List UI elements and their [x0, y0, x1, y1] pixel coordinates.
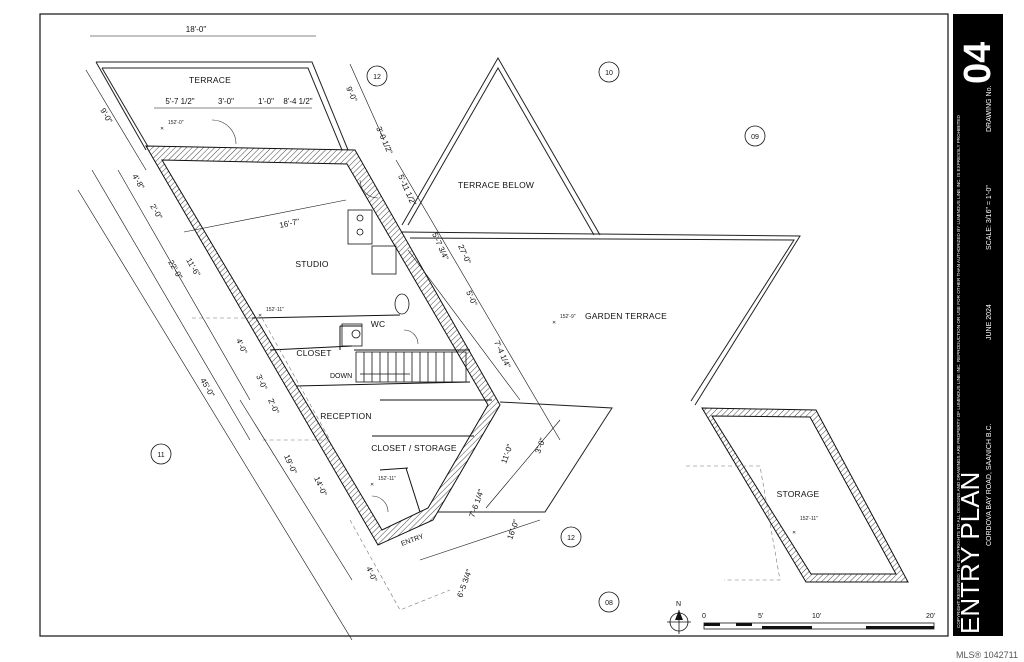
svg-text:4'-0": 4'-0": [364, 565, 379, 583]
svg-text:3'-0": 3'-0": [218, 97, 234, 106]
room-terrace: TERRACE: [189, 75, 231, 85]
room-labels: TERRACE STUDIO WC CLOSET RECEPTION CLOSE…: [189, 75, 820, 499]
svg-text:5'-7 1/2": 5'-7 1/2": [165, 97, 194, 106]
svg-text:8'-4 1/2": 8'-4 1/2": [283, 97, 312, 106]
north-arrow-icon: N: [667, 601, 691, 634]
lower-level-dashed: [192, 317, 781, 611]
room-storage: STORAGE: [777, 489, 820, 499]
room-closet-storage: CLOSET / STORAGE: [371, 443, 457, 453]
svg-text:4'-0": 4'-0": [234, 337, 249, 355]
date-text: JUNE 2024: [986, 304, 993, 340]
svg-text:✕: ✕: [552, 320, 556, 326]
svg-text:27'-0": 27'-0": [456, 243, 473, 265]
mls-watermark: MLS® 1042711: [955, 650, 1018, 660]
svg-text:✕: ✕: [792, 530, 796, 536]
elevation-garden: 152'-9": [560, 314, 576, 320]
scale-tick-5: 5': [758, 613, 763, 620]
scale-text: SCALE: 3/16" = 1'-0": [986, 185, 993, 250]
address-text: CORDOVA BAY ROAD, SAANICH B.C.: [986, 423, 993, 546]
fixtures: [341, 209, 410, 347]
dimension-lines: [77, 35, 561, 641]
svg-text:✕: ✕: [370, 482, 374, 488]
svg-text:✕: ✕: [160, 126, 164, 132]
svg-text:16'-0": 16'-0": [505, 518, 520, 540]
svg-text:9'-0": 9'-0": [344, 85, 359, 103]
interior-partitions: [251, 314, 492, 513]
svg-text:10: 10: [605, 70, 613, 77]
copyright-notice: COPYRIGHT RESERVED: THE COPYRIGHTS TO AL…: [956, 115, 961, 628]
svg-text:9'-0": 9'-0": [98, 107, 114, 125]
scale-tick-20: 20': [926, 613, 935, 620]
svg-text:08: 08: [605, 600, 613, 607]
title-block: 04 DRAWING No. SCALE: 3/16" = 1'-0" JUNE…: [953, 14, 1003, 636]
elevation-markers: 152'-0" 152'-11" 152'-11" 152'-9" 152'-1…: [160, 120, 818, 536]
svg-text:6'-5 3/4": 6'-5 3/4": [455, 568, 474, 599]
svg-text:45'-0": 45'-0": [198, 377, 216, 399]
elevation-reception: 152'-11": [378, 476, 396, 482]
elevation-storage: 152'-11": [800, 516, 818, 522]
svg-text:7'-6 1/4": 7'-6 1/4": [467, 488, 486, 519]
scale-tick-10: 10': [812, 613, 821, 620]
svg-text:7'-4 1/4": 7'-4 1/4": [492, 339, 512, 370]
svg-text:3'-0 1/2": 3'-0 1/2": [374, 125, 394, 156]
svg-text:5'-7 3/4": 5'-7 3/4": [430, 231, 450, 262]
storage-block: [701, 407, 909, 583]
svg-text:3'-0": 3'-0": [533, 436, 547, 454]
terrace-outline: [95, 61, 349, 151]
section-callout-labels: 12 10 09 11 12 08: [157, 70, 759, 607]
svg-text:12: 12: [373, 74, 381, 81]
room-closet: CLOSET: [296, 348, 331, 358]
svg-text:18'-0": 18'-0": [186, 25, 207, 34]
svg-text:22'-0": 22'-0": [166, 259, 184, 281]
room-reception: RECEPTION: [320, 411, 371, 421]
svg-text:11'-0": 11'-0": [499, 443, 514, 465]
drawing-number-label: DRAWING No.: [986, 85, 993, 132]
terrace-below-outline: [401, 56, 601, 236]
elevation-terrace: 152'-0": [168, 120, 184, 126]
room-terrace-below: TERRACE BELOW: [458, 180, 534, 190]
stair-down-label: DOWN: [330, 373, 352, 380]
scale-bar: 0 5' 10' 20': [702, 613, 935, 630]
sheet-border: [39, 13, 949, 637]
svg-text:1'-0": 1'-0": [258, 97, 274, 106]
drawing-number: 04: [957, 41, 999, 84]
svg-text:12: 12: [567, 535, 575, 542]
svg-text:5'-11 1/2": 5'-11 1/2": [396, 173, 418, 207]
room-studio: STUDIO: [295, 259, 329, 269]
elevation-studio: 152'-11": [266, 307, 284, 313]
room-garden-terrace: GARDEN TERRACE: [585, 311, 667, 321]
svg-text:5'-0": 5'-0": [464, 289, 479, 307]
svg-text:11'-6": 11'-6": [184, 257, 202, 279]
door-swings: [211, 119, 419, 513]
garden-terrace-outline: [401, 231, 801, 513]
section-callouts: [150, 61, 766, 613]
svg-text:2'-0": 2'-0": [148, 203, 164, 221]
stairs: [355, 351, 467, 383]
svg-text:09: 09: [751, 134, 759, 141]
svg-text:16'-7": 16'-7": [279, 217, 301, 230]
svg-text:3'-0": 3'-0": [254, 373, 269, 391]
building-walls: [145, 145, 501, 546]
svg-text:✕: ✕: [258, 313, 262, 319]
svg-text:2'-0": 2'-0": [266, 397, 281, 415]
svg-text:4'-8": 4'-8": [130, 173, 146, 191]
svg-text:14'-0": 14'-0": [312, 475, 329, 497]
scale-tick-0: 0: [702, 613, 706, 620]
room-wc: WC: [371, 319, 386, 329]
entry-label: ENTRY: [400, 533, 425, 548]
north-label: N: [676, 601, 681, 608]
svg-text:11: 11: [157, 452, 164, 459]
